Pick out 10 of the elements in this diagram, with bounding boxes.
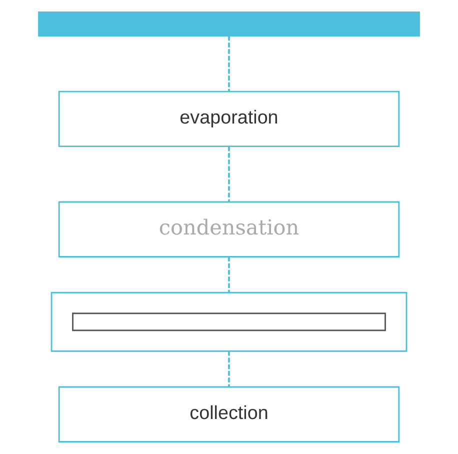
node-box: condensation: [58, 201, 400, 258]
connector: [228, 256, 230, 293]
node-box: evaporation: [58, 90, 400, 147]
node-box: [72, 312, 386, 332]
cluster: [50, 292, 408, 352]
connector: [228, 146, 230, 202]
connector: [228, 36, 230, 92]
node-box: collection: [58, 386, 400, 442]
connector: [228, 351, 230, 387]
node-bar: [38, 12, 420, 37]
